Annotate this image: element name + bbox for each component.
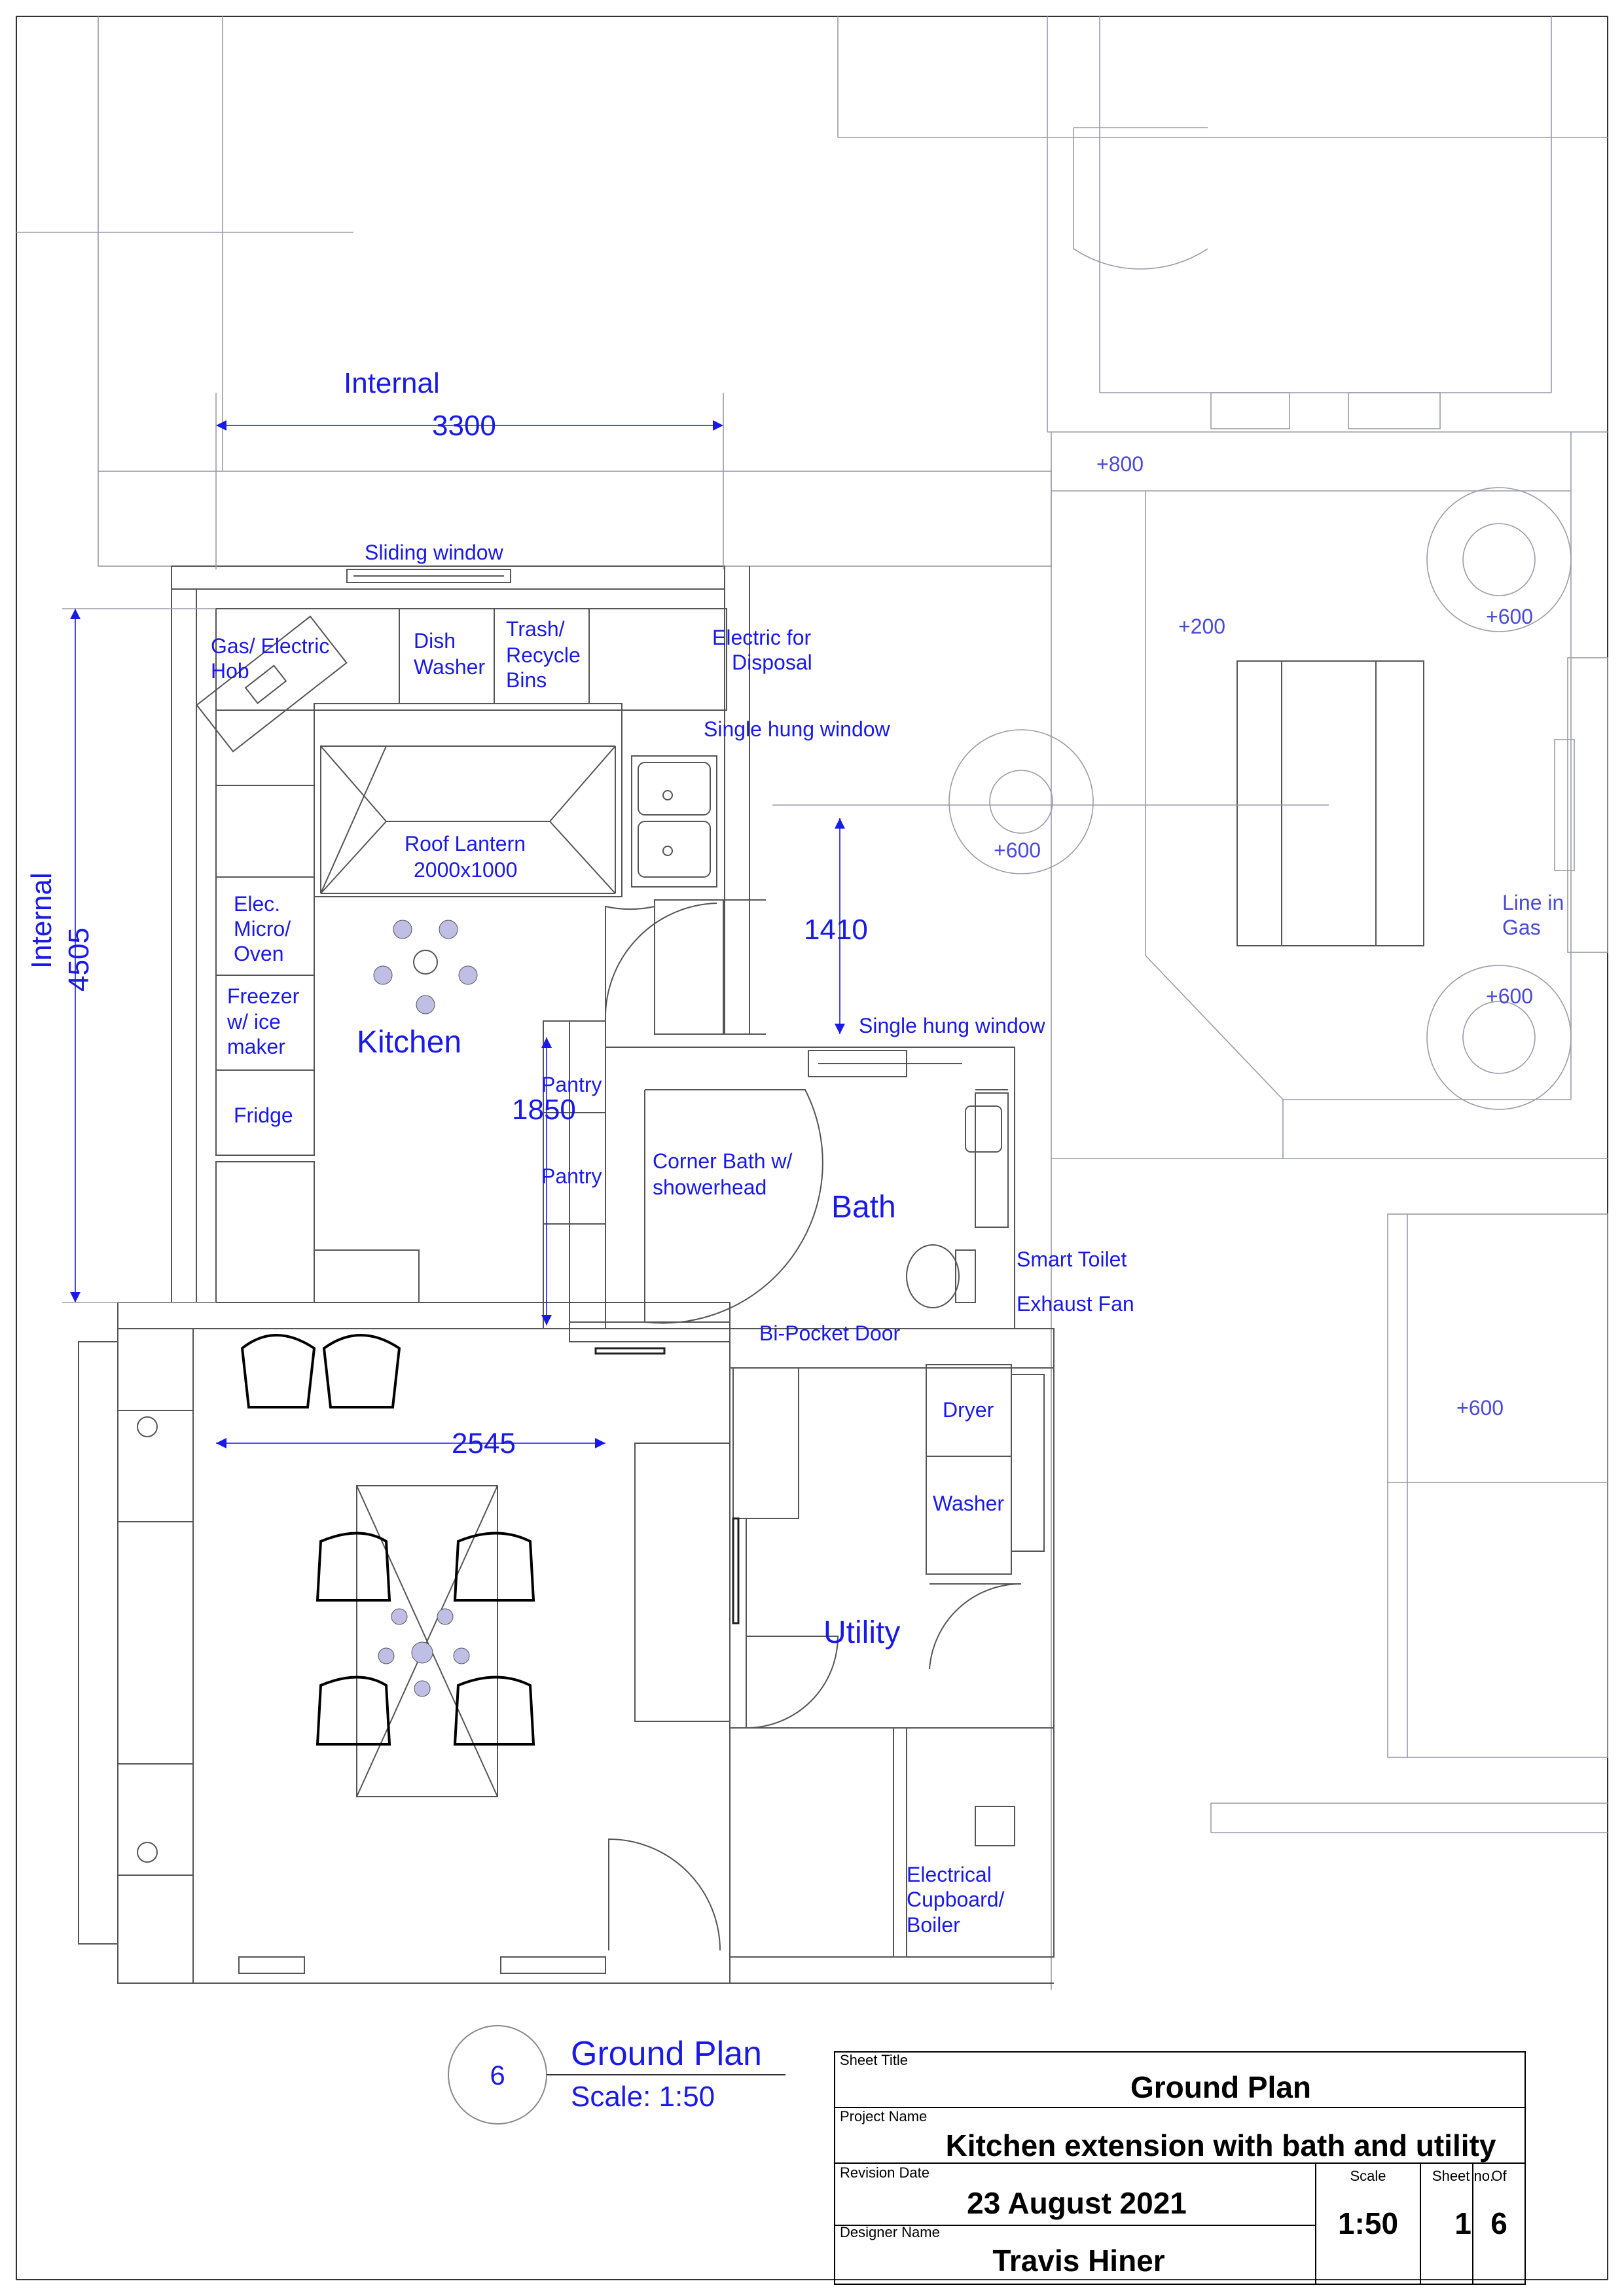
pantry-label-2: Pantry [541,1164,602,1188]
title-block-designer-label: Designer Name [840,2224,940,2240]
width-caption: Internal [344,367,440,399]
height-caption: Internal [26,872,58,969]
title-block-project-name: Kitchen extension with bath and utility [946,2128,1496,2162]
level-600-d: +600 [1456,1396,1504,1420]
micro-oven-label-3: Oven [234,942,283,965]
dining-width-dimension: 2545 [452,1427,516,1460]
roof-lantern-label-2: 2000x1000 [414,858,517,882]
width-value: 3300 [432,410,496,442]
title-block-sheet-title-label: Sheet Title [840,2052,908,2068]
title-block-revision-date: 23 August 2021 [967,2186,1187,2220]
electrical-cupboard-label-2: Cupboard/ [907,1888,1005,1911]
sliding-window-label: Sliding window [365,541,504,564]
trash-label-1: Trash/ [506,617,565,641]
room-label-kitchen: Kitchen [357,1025,461,1060]
electrical-cupboard-label-3: Boiler [907,1913,960,1937]
dining-chairs [316,1532,535,1746]
single-hung-window-label-bottom: Single hung window [859,1014,1046,1037]
hob-label-1: Gas/ Electric [211,634,329,658]
smart-toilet-label: Smart Toilet [1017,1247,1127,1271]
micro-oven-label-1: Elec. [234,892,280,916]
roof-lantern-label-1: Roof Lantern [405,832,526,855]
line-in-gas-label-2: Gas [1502,916,1541,939]
title-block-sheet-no: 1 [1454,2206,1471,2240]
freezer-label-3: maker [227,1035,285,1058]
title-block-scale-label: Scale [1350,2168,1386,2184]
title-block-of-label: Of [1491,2168,1507,2184]
title-block-designer-name: Travis Hiner [992,2244,1164,2278]
hob-symbol [196,615,348,753]
kitchen-stools [240,1334,401,1408]
trash-label-2: Recycle [506,643,581,667]
washer-label: Washer [933,1492,1004,1515]
dimension-lines [62,393,845,1448]
level-200: +200 [1178,615,1225,638]
view-marker [448,2025,785,2125]
level-800: +800 [1096,452,1144,476]
title-block-of: 6 [1490,2206,1507,2240]
corner-bath-label-2: showerhead [653,1175,767,1199]
electrical-cupboard-label-1: Electrical [907,1863,992,1886]
height-value: 4505 [63,927,95,992]
disposal-label-1: Electric for [712,626,811,649]
pantry-height-dimension: 1850 [512,1094,576,1126]
level-600-b: +600 [994,838,1041,862]
fridge-label: Fridge [234,1103,293,1127]
dishwasher-label-1: Dish [414,629,456,653]
level-600-a: +600 [1486,605,1533,628]
freezer-label-2: w/ ice [226,1010,281,1033]
dryer-label: Dryer [943,1398,994,1422]
level-600-c: +600 [1486,984,1533,1008]
pantry-label-1: Pantry [541,1073,602,1096]
title-block-project-label: Project Name [840,2108,927,2125]
existing-building-lines [16,16,1608,1990]
extension-walls [78,565,1055,1984]
single-hung-window-label-top: Single hung window [704,717,891,741]
line-in-gas-label-1: Line in [1502,891,1564,914]
title-block-sheet-title: Ground Plan [1130,2070,1311,2104]
exhaust-fan-label: Exhaust Fan [1017,1292,1134,1316]
room-label-utility: Utility [823,1615,900,1650]
title-block-revision-label: Revision Date [840,2164,929,2181]
hob-label-2: Hob [211,659,249,683]
title-block-scale: 1:50 [1338,2206,1398,2240]
freezer-label-1: Freezer [227,984,300,1008]
bi-pocket-door-label: Bi-Pocket Door [759,1321,901,1345]
dishwasher-label-2: Washer [414,655,485,679]
micro-oven-label-2: Micro/ [234,917,291,941]
room-label-bath: Bath [831,1190,896,1225]
window-gap-dimension: 1410 [804,914,868,946]
disposal-label-2: Disposal [732,651,812,674]
title-block-sheet-no-label: Sheet no. [1432,2168,1494,2184]
sheet-border [16,16,1608,2280]
corner-bath-label-1: Corner Bath w/ [653,1149,793,1173]
trash-label-3: Bins [506,668,547,692]
view-marker-scale: Scale: 1:50 [571,2081,715,2113]
pendant-light-icon [373,920,478,1014]
view-marker-title: Ground Plan [571,2035,762,2073]
view-marker-number: 6 [490,2060,505,2090]
title-block [834,2051,1526,2285]
